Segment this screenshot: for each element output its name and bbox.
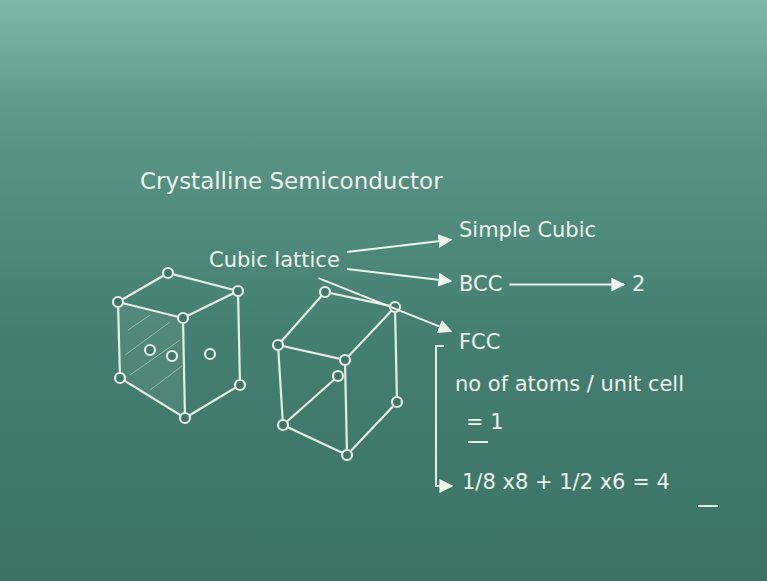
node-text: Cubic lattice (209, 248, 340, 273)
title: Crystalline Semiconductor (140, 168, 443, 196)
chalk-node: Cubic lattice (205, 246, 344, 275)
bracket-arrow (436, 346, 452, 486)
chalk-label: = 1 (466, 410, 504, 435)
node-text: BCC (459, 272, 502, 297)
underline (468, 441, 488, 443)
chalk-arrow (318, 278, 451, 331)
chalk-arrow (509, 284, 624, 286)
node-text: 2 (632, 272, 645, 297)
underline (698, 505, 718, 507)
chalk-node: FCC (455, 328, 504, 357)
chalk-node: BCC (455, 270, 506, 299)
chalk-node: Simple Cubic (455, 216, 600, 245)
chalk-arrow (347, 269, 451, 281)
bcc-cube (273, 287, 402, 460)
fcc-cube (113, 268, 245, 423)
chalk-label: 1/8 x8 + 1/2 x6 = 4 (462, 470, 670, 495)
chalk-arrow (347, 240, 451, 252)
chalk-label: no of atoms / unit cell (455, 372, 684, 397)
chalk-node: 2 (628, 270, 649, 299)
node-text: Simple Cubic (459, 218, 596, 243)
node-text: FCC (459, 330, 500, 355)
